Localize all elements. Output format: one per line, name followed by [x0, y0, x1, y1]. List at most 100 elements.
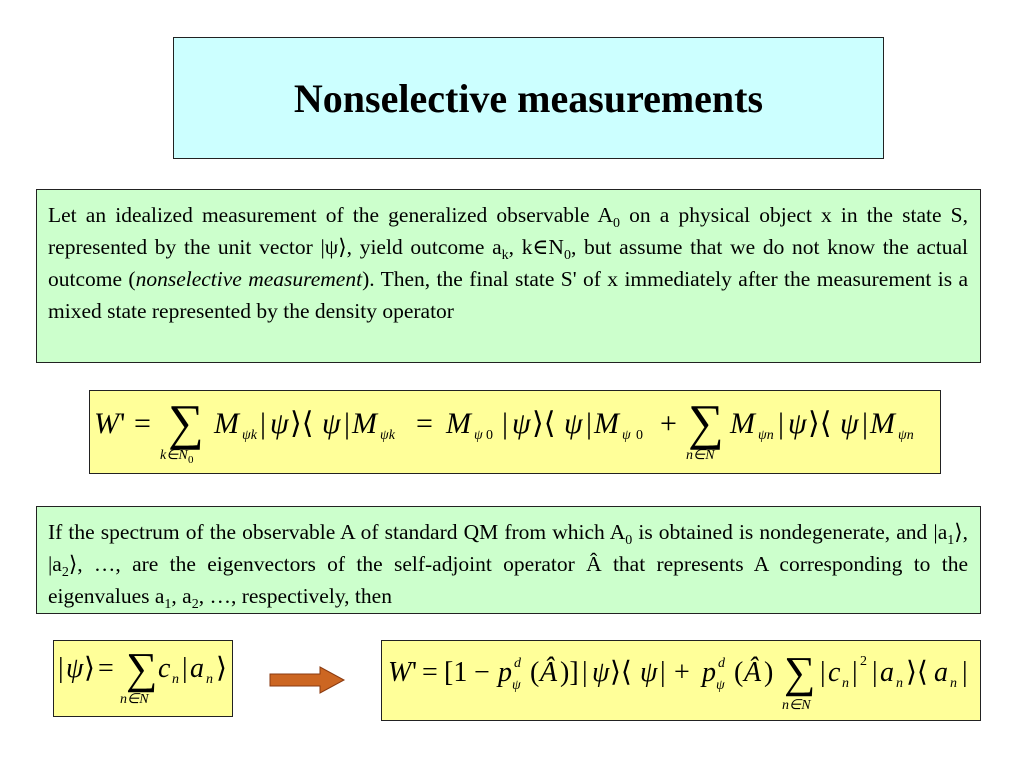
svg-text:⟩⟨: ⟩⟨: [532, 407, 555, 440]
svg-text:ψ: ψ: [592, 657, 610, 688]
svg-text:⟩⟨: ⟩⟨: [906, 657, 928, 688]
text: on a physical object x in the state S, r…: [48, 203, 968, 259]
text: ⟩, |a: [48, 520, 969, 576]
svg-text:0: 0: [188, 454, 194, 466]
svg-text:n∈N: n∈N: [686, 448, 715, 463]
slide-title: Nonselective measurements: [293, 75, 764, 121]
svg-text:ψn: ψn: [898, 428, 914, 443]
svg-text:⟩⟨: ⟩⟨: [290, 407, 313, 440]
svg-text:|: |: [182, 653, 188, 684]
subscript: 0: [613, 216, 621, 231]
svg-text:|: |: [260, 407, 266, 440]
emphasis: nonselective measurement: [135, 267, 363, 291]
svg-text:ψ: ψ: [322, 407, 342, 440]
text: , a: [171, 584, 192, 608]
svg-text:|: |: [962, 657, 968, 688]
svg-text:d: d: [514, 656, 522, 671]
svg-text:|: |: [862, 407, 868, 440]
svg-text:⟩⟨: ⟩⟨: [610, 657, 632, 688]
subscript: 0: [563, 248, 571, 263]
text: Let an idealized measurement of the gene…: [48, 203, 614, 227]
svg-text:∑: ∑: [126, 644, 157, 693]
svg-text:d: d: [718, 656, 726, 671]
paragraph-measurement: Let an idealized measurement of the gene…: [36, 189, 981, 363]
svg-text:n: n: [950, 676, 957, 691]
svg-text:∑: ∑: [168, 394, 204, 450]
svg-text:=: =: [416, 407, 433, 440]
svg-text:n∈N: n∈N: [120, 692, 149, 707]
svg-text:a: a: [880, 657, 894, 688]
subscript: k: [501, 248, 509, 263]
svg-text:ψ: ψ: [270, 407, 290, 440]
svg-text:|: |: [344, 407, 350, 440]
svg-text:|: |: [872, 657, 878, 688]
svg-text:|: |: [852, 657, 858, 688]
svg-text:ψ: ψ: [66, 653, 84, 684]
svg-text:n: n: [842, 676, 849, 691]
svg-text:k∈N: k∈N: [160, 448, 188, 463]
paragraph-spectrum: If the spectrum of the observable A of s…: [36, 506, 981, 614]
subscript: 2: [61, 565, 69, 580]
svg-text:−: −: [474, 657, 490, 688]
svg-text:|: |: [660, 657, 666, 688]
svg-text:0: 0: [636, 428, 643, 443]
title-box: Nonselective measurements: [173, 37, 884, 159]
svg-text:∑: ∑: [688, 394, 724, 450]
subscript: 1: [947, 533, 955, 548]
svg-text:M: M: [593, 407, 621, 440]
subscript: 2: [191, 597, 199, 612]
svg-text:ψn: ψn: [758, 428, 774, 443]
svg-text:ψk: ψk: [242, 428, 258, 443]
text: ⟩, …, are the eigenvectors of the self-a…: [48, 552, 968, 608]
svg-text:c: c: [158, 653, 171, 684]
svg-text:': ': [120, 407, 125, 440]
svg-text:ψ: ψ: [564, 407, 584, 440]
svg-text:c: c: [828, 657, 841, 688]
svg-text:|: |: [778, 407, 784, 440]
svg-text:M: M: [869, 407, 897, 440]
svg-text:a: a: [934, 657, 948, 688]
svg-text:|: |: [502, 407, 508, 440]
svg-text:[1: [1: [444, 657, 467, 688]
svg-text:=: =: [134, 407, 151, 440]
svg-text:M: M: [729, 407, 757, 440]
svg-text:⟩⟨: ⟩⟨: [808, 407, 831, 440]
svg-text:ψk: ψk: [380, 428, 396, 443]
svg-text:ψ: ψ: [622, 428, 631, 443]
svg-text:n: n: [206, 672, 213, 687]
svg-text:|: |: [582, 657, 588, 688]
svg-text:⟩: ⟩: [84, 653, 95, 684]
svg-text:': ': [412, 657, 417, 688]
text: , but assume that we do not know the act…: [48, 235, 968, 291]
svg-text:(: (: [734, 657, 743, 688]
svg-text:ψ: ψ: [840, 407, 860, 440]
text: , …, respectively, then: [198, 584, 392, 608]
svg-text:ψ: ψ: [474, 428, 483, 443]
svg-text:W: W: [94, 407, 122, 440]
svg-text:ψ: ψ: [716, 678, 725, 693]
svg-text:)]: )]: [560, 657, 579, 688]
svg-text:ψ: ψ: [512, 678, 521, 693]
svg-text:|: |: [820, 657, 826, 688]
svg-text:n∈N: n∈N: [782, 698, 811, 713]
subscript: 1: [164, 597, 172, 612]
svg-text:⟩: ⟩: [216, 653, 227, 684]
svg-text:=: =: [422, 657, 438, 688]
text: is obtained is nondegenerate, and |a: [632, 520, 948, 544]
svg-text:a: a: [190, 653, 204, 684]
svg-text:W: W: [388, 657, 414, 688]
svg-text:(: (: [530, 657, 539, 688]
svg-text:+: +: [660, 407, 677, 440]
text: ). Then, the final state S' of x immedia…: [48, 267, 968, 323]
svg-text:∑: ∑: [784, 648, 815, 697]
equation-svg: W ' = [1 − p ψ d ( Â )] | ψ ⟩⟨ ψ | + p ψ…: [388, 648, 968, 713]
subscript: 0: [625, 533, 633, 548]
svg-text:Â: Â: [538, 657, 558, 688]
svg-text:n: n: [172, 672, 179, 687]
svg-text:M: M: [445, 407, 473, 440]
svg-text:ψ: ψ: [640, 657, 658, 688]
svg-text:Â: Â: [742, 657, 762, 688]
svg-text:M: M: [213, 407, 241, 440]
